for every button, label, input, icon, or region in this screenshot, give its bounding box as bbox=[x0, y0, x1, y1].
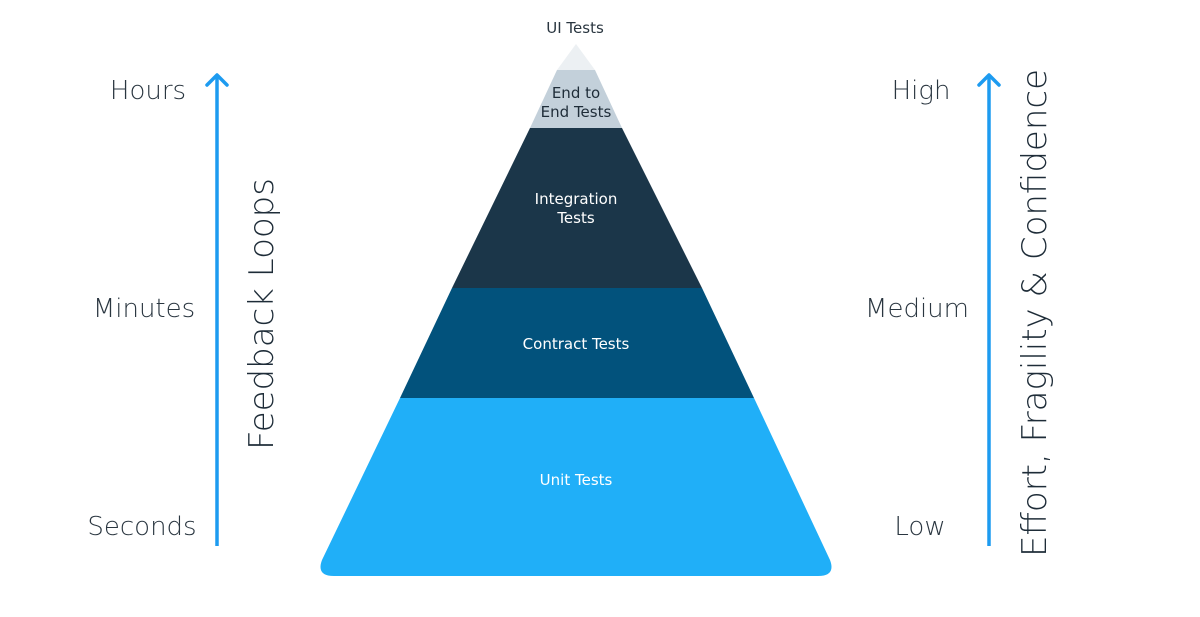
pyramid bbox=[320, 44, 832, 576]
layer-label-integration-line2: Tests bbox=[556, 209, 595, 227]
right-level-high: High bbox=[892, 76, 951, 106]
layer-label-contract-tests: Contract Tests bbox=[523, 335, 630, 353]
pyramid-layer-integration-tests bbox=[452, 128, 702, 288]
right-axis-title: Effort, Fragility & Confidence bbox=[1015, 69, 1055, 557]
pyramid-layer-end-to-end-tests bbox=[530, 70, 622, 128]
right-up-arrow-icon bbox=[977, 73, 1001, 546]
layer-label-end-to-end-line2: End Tests bbox=[541, 103, 612, 121]
pyramid-layer-unit-tests bbox=[320, 398, 832, 576]
left-up-arrow-icon bbox=[205, 73, 229, 546]
right-level-medium: Medium bbox=[865, 294, 969, 324]
layer-label-unit-tests: Unit Tests bbox=[540, 471, 613, 489]
left-axis-title: Feedback Loops bbox=[242, 178, 282, 450]
layer-label-integration-line1: Integration bbox=[535, 190, 618, 208]
left-axis: Hours Minutes Seconds Feedback Loops bbox=[87, 73, 282, 546]
right-axis: High Medium Low Effort, Fragility & Conf… bbox=[865, 69, 1055, 557]
right-level-low: Low bbox=[894, 512, 945, 542]
layer-label-ui-tests: UI Tests bbox=[546, 19, 604, 37]
pyramid-layer-ui-tests bbox=[557, 44, 595, 70]
left-level-minutes: Minutes bbox=[93, 294, 195, 324]
left-level-seconds: Seconds bbox=[87, 512, 196, 542]
layer-label-end-to-end-line1: End to bbox=[552, 84, 600, 102]
pyramid-layer-contract-tests bbox=[400, 288, 754, 398]
left-level-hours: Hours bbox=[110, 76, 186, 106]
